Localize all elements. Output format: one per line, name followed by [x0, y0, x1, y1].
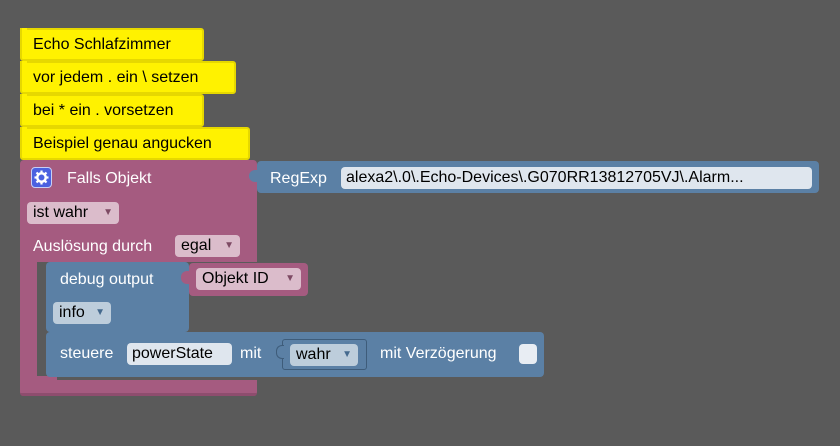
chevron-down-icon: ▼ — [224, 240, 234, 251]
comment-text: Beispiel genau angucken — [33, 135, 212, 152]
regexp-value: alexa2\.0\.Echo-Devices\.G070RR13812705V… — [346, 169, 744, 186]
comment-block-3[interactable]: bei * ein . vorsetzen — [20, 94, 204, 127]
condition-value: ist wahr — [33, 204, 89, 221]
trigger-block-bottom-tab — [37, 376, 57, 386]
trigger-label: Falls Objekt — [67, 170, 152, 187]
comment-text: vor jedem . ein \ setzen — [33, 69, 199, 86]
chevron-down-icon: ▼ — [95, 307, 105, 318]
control-label: steuere — [60, 345, 114, 362]
chevron-down-icon: ▼ — [285, 273, 295, 284]
value-selected: wahr — [296, 346, 331, 363]
trigger-block-bottom-edge — [20, 393, 257, 396]
object-id-connector-notch — [181, 271, 191, 284]
object-id-dropdown[interactable]: Objekt ID ▼ — [196, 268, 301, 290]
gear-icon[interactable] — [31, 167, 52, 188]
with-label: mit — [240, 345, 262, 362]
comment-block-2[interactable]: vor jedem . ein \ setzen — [20, 61, 236, 94]
comment-text: Echo Schlafzimmer — [33, 36, 171, 53]
value-dropdown[interactable]: wahr ▼ — [290, 344, 358, 366]
trigger-by-value: egal — [181, 237, 212, 254]
condition-dropdown[interactable]: ist wahr ▼ — [27, 202, 119, 224]
comment-block-4[interactable]: Beispiel genau angucken — [20, 127, 250, 160]
comment-text: bei * ein . vorsetzen — [33, 102, 174, 119]
debug-level-dropdown[interactable]: info ▼ — [53, 302, 111, 324]
delay-label: mit Verzögerung — [380, 345, 497, 362]
value-socket-notch — [276, 345, 284, 359]
chevron-down-icon: ▼ — [342, 349, 352, 360]
trigger-by-label: Auslösung durch — [33, 238, 153, 255]
delay-checkbox[interactable] — [519, 344, 537, 364]
state-value: powerState — [132, 345, 213, 362]
regexp-input[interactable]: alexa2\.0\.Echo-Devices\.G070RR13812705V… — [341, 167, 812, 189]
state-input[interactable]: powerState — [127, 343, 232, 365]
trigger-by-dropdown[interactable]: egal ▼ — [175, 235, 240, 257]
object-id-value: Objekt ID — [202, 270, 269, 287]
regexp-connector-notch — [249, 170, 259, 182]
regexp-label: RegExp — [270, 170, 327, 187]
debug-label: debug output — [60, 271, 154, 288]
chevron-down-icon: ▼ — [103, 207, 113, 218]
debug-level-value: info — [59, 304, 85, 321]
comment-block-1[interactable]: Echo Schlafzimmer — [20, 28, 204, 61]
